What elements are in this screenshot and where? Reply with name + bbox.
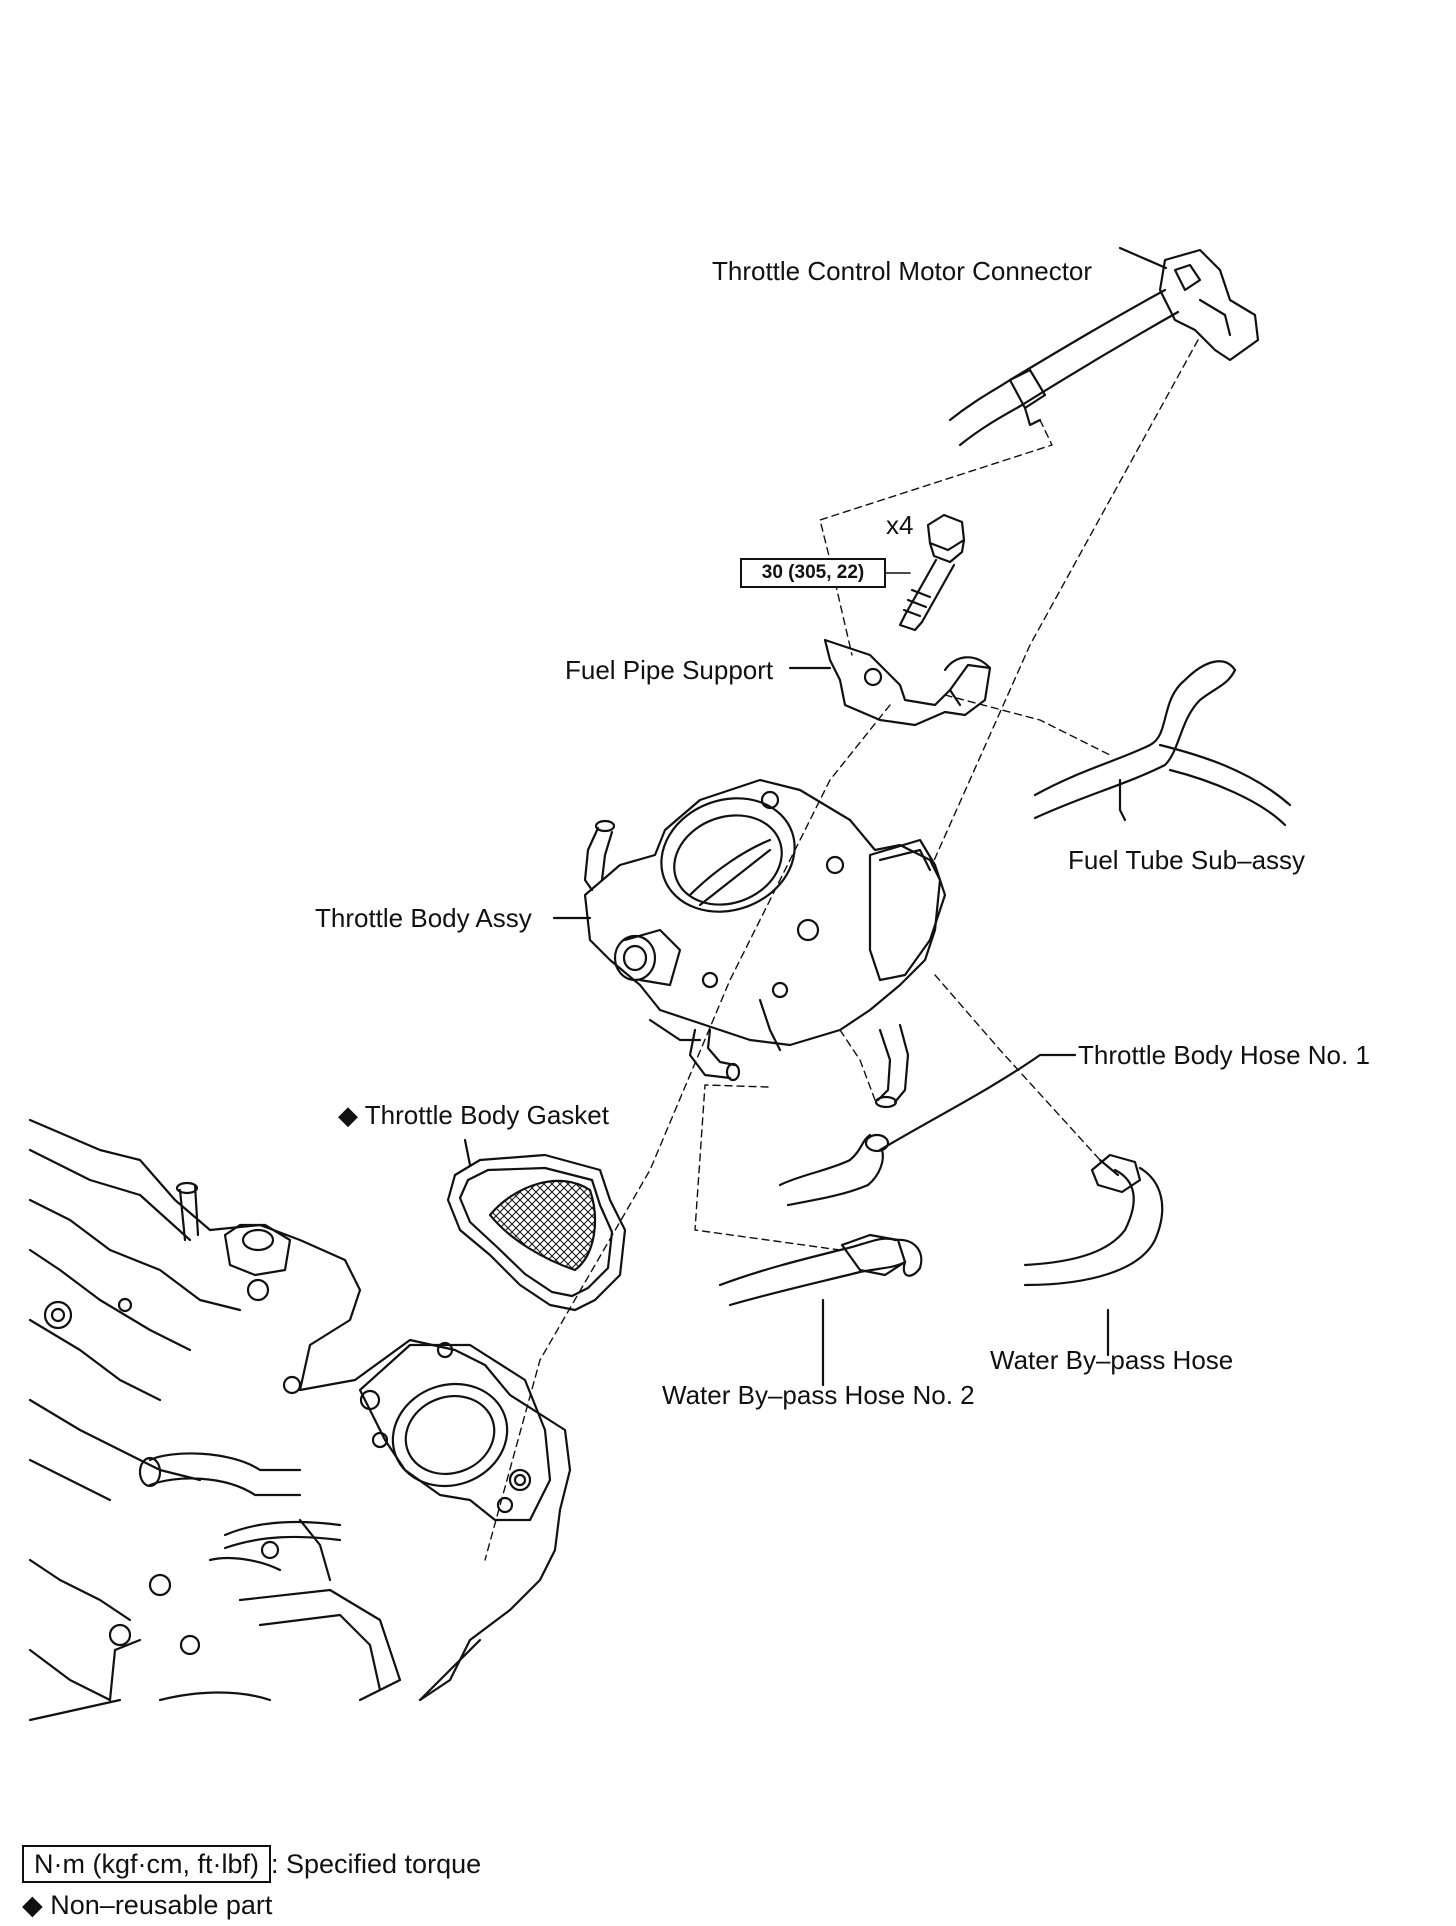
fuel-pipe-support: [823, 638, 992, 727]
gasket-leader: [463, 1138, 472, 1167]
label-throttle-body-gasket: ◆ Throttle Body Gasket: [338, 1100, 609, 1130]
connector-leader-line: [1118, 246, 1168, 270]
throttle-control-motor-connector: [948, 248, 1260, 447]
label-throttle-body-hose-no1: Throttle Body Hose No. 1: [1078, 1040, 1370, 1070]
fuel-tube-sub-assy: [1033, 660, 1292, 827]
torque-value-box: 30 (305, 22): [740, 558, 886, 588]
label-bolt-quantity: x4: [886, 510, 914, 540]
label-throttle-body-assy: Throttle Body Assy: [315, 903, 532, 933]
label-throttle-control-motor-connector: Throttle Control Motor Connector: [712, 256, 1093, 286]
intake-manifold: [28, 1118, 572, 1722]
label-water-bypass-hose-no2: Water By–pass Hose No. 2: [662, 1380, 975, 1410]
bolt: [898, 513, 966, 632]
throttle-body-assy: [583, 778, 947, 1109]
throttle-body-gasket: [446, 1153, 627, 1312]
label-water-bypass-hose: Water By–pass Hose: [990, 1345, 1234, 1375]
hose-no1-leader: [878, 1053, 1077, 1152]
legend-torque: N·m (kgf·cm, ft·lbf): Specified torque: [22, 1845, 481, 1883]
water-bypass-hose: [1023, 1153, 1164, 1287]
label-fuel-pipe-support: Fuel Pipe Support: [565, 655, 774, 685]
label-fuel-tube-sub-assy: Fuel Tube Sub–assy: [1068, 845, 1306, 875]
legend-non-reusable: ◆ Non–reusable part: [22, 1890, 273, 1920]
water-bypass-hose-no2: [718, 1233, 923, 1307]
legend-torque-meaning: : Specified torque: [270, 1849, 482, 1879]
throttle-body-hose-no1: [778, 1133, 890, 1207]
legend-torque-unit-box: N·m (kgf·cm, ft·lbf): [22, 1845, 271, 1883]
assembly-guide-lines: [484, 339, 1199, 1561]
